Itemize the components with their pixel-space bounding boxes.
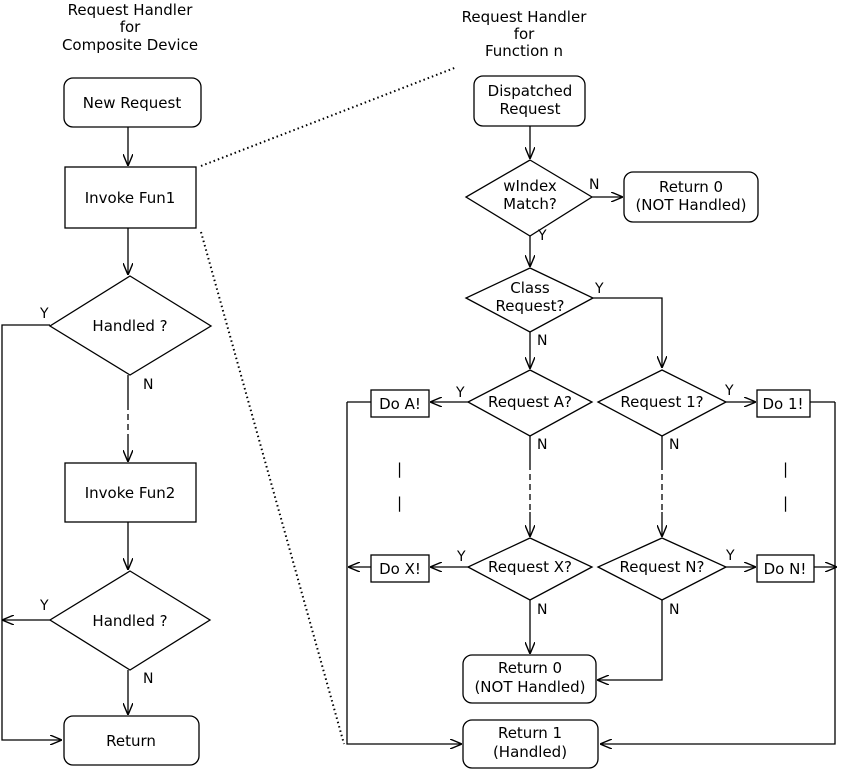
ellipsis-bar: | <box>397 494 402 512</box>
right-title-line-1: Request Handler <box>462 8 588 26</box>
do-n-label: Do N! <box>764 560 807 578</box>
ellipsis-bar: | <box>783 460 788 478</box>
right-title-line-2: for <box>514 25 535 43</box>
request-a-decision: Request A? <box>466 369 594 437</box>
return0-bottom-node: Return 0 (NOT Handled) <box>462 654 597 704</box>
left-connectors <box>1 127 128 740</box>
yes-label: Y <box>537 228 547 244</box>
ellipsis-bar: | <box>397 460 402 478</box>
return1-label-line-1: Return 1 <box>498 724 562 742</box>
yes-label: Y <box>455 385 465 401</box>
windex-match-label-line-1: wIndex <box>503 177 557 195</box>
handled-decision-1-label: Handled ? <box>92 317 167 335</box>
left-title-line-3: Composite Device <box>62 36 198 54</box>
yes-label: Y <box>456 549 466 565</box>
ellipsis-bars: | | | | <box>397 460 788 512</box>
return1-label-line-2: (Handled) <box>493 743 567 761</box>
right-connectors <box>346 126 836 744</box>
no-label: N <box>537 333 547 349</box>
windex-match-decision: wIndex Match? <box>464 159 594 237</box>
return0-top-node: Return 0 (NOT Handled) <box>623 171 759 223</box>
return-label: Return <box>106 732 156 750</box>
do-a-label: Do A! <box>379 395 421 413</box>
left-title-line-2: for <box>120 18 141 36</box>
handled-decision-2: Handled ? <box>48 570 212 671</box>
request-a-label: Request A? <box>488 393 572 411</box>
handled-decision-1: Handled ? <box>48 275 213 376</box>
class-request-decision: Class Request? <box>464 267 595 333</box>
no-label: N <box>589 177 599 193</box>
do-1-node: Do 1! <box>756 389 811 418</box>
class-request-label-line-2: Request? <box>496 297 565 315</box>
invoke-fun2-node: Invoke Fun2 <box>64 462 197 523</box>
request-1-label: Request 1? <box>620 393 703 411</box>
no-label: N <box>143 671 153 687</box>
no-label: N <box>537 602 547 618</box>
left-title: Request Handler for Composite Device <box>62 1 198 54</box>
do-x-label: Do X! <box>379 560 421 578</box>
do-1-label: Do 1! <box>762 395 803 413</box>
handled-decision-2-label: Handled ? <box>92 612 167 630</box>
return-node: Return <box>63 715 200 766</box>
return0-bottom-label-line-1: Return 0 <box>498 659 562 677</box>
left-title-line-1: Request Handler <box>68 1 194 19</box>
right-title-line-3: Function n <box>485 42 563 60</box>
class-request-label-line-1: Class <box>510 279 550 297</box>
do-n-node: Do N! <box>756 554 815 583</box>
new-request-label: New Request <box>83 94 182 112</box>
new-request-node: New Request <box>63 77 202 128</box>
no-label: N <box>669 602 679 618</box>
return0-top-label-line-2: (NOT Handled) <box>635 196 746 214</box>
windex-match-label-line-2: Match? <box>503 195 557 213</box>
dispatched-request-label-line-1: Dispatched <box>488 82 573 100</box>
right-branch-labels: N Y Y N Y Y N N Y Y N N <box>455 177 735 618</box>
invoke-fun1-node: Invoke Fun1 <box>64 166 197 229</box>
do-a-node: Do A! <box>370 389 430 418</box>
return1-node: Return 1 (Handled) <box>462 719 599 769</box>
dispatched-request-node: Dispatched Request <box>473 75 586 127</box>
yes-label: Y <box>724 383 734 399</box>
request-x-decision: Request X? <box>466 537 594 601</box>
return0-bottom-label-line-2: (NOT Handled) <box>474 678 585 696</box>
yes-label: Y <box>594 281 604 297</box>
do-x-node: Do X! <box>370 554 430 583</box>
zoom-lines <box>200 66 458 745</box>
request-x-label: Request X? <box>488 558 572 576</box>
invoke-fun2-label: Invoke Fun2 <box>85 484 176 502</box>
request-n-decision: Request N? <box>596 537 728 601</box>
no-label: N <box>537 437 547 453</box>
no-label: N <box>143 377 153 393</box>
return0-top-label-line-1: Return 0 <box>659 178 723 196</box>
request-n-label: Request N? <box>620 558 705 576</box>
yes-label: Y <box>39 598 49 614</box>
ellipsis-bar: | <box>783 494 788 512</box>
left-branch-labels: Y N Y N <box>39 306 153 687</box>
yes-label: Y <box>39 306 49 322</box>
yes-label: Y <box>725 548 735 564</box>
right-title: Request Handler for Function n <box>462 8 588 60</box>
request-1-decision: Request 1? <box>596 369 728 437</box>
no-label: N <box>669 437 679 453</box>
invoke-fun1-label: Invoke Fun1 <box>85 189 176 207</box>
dispatched-request-label-line-2: Request <box>500 100 561 118</box>
